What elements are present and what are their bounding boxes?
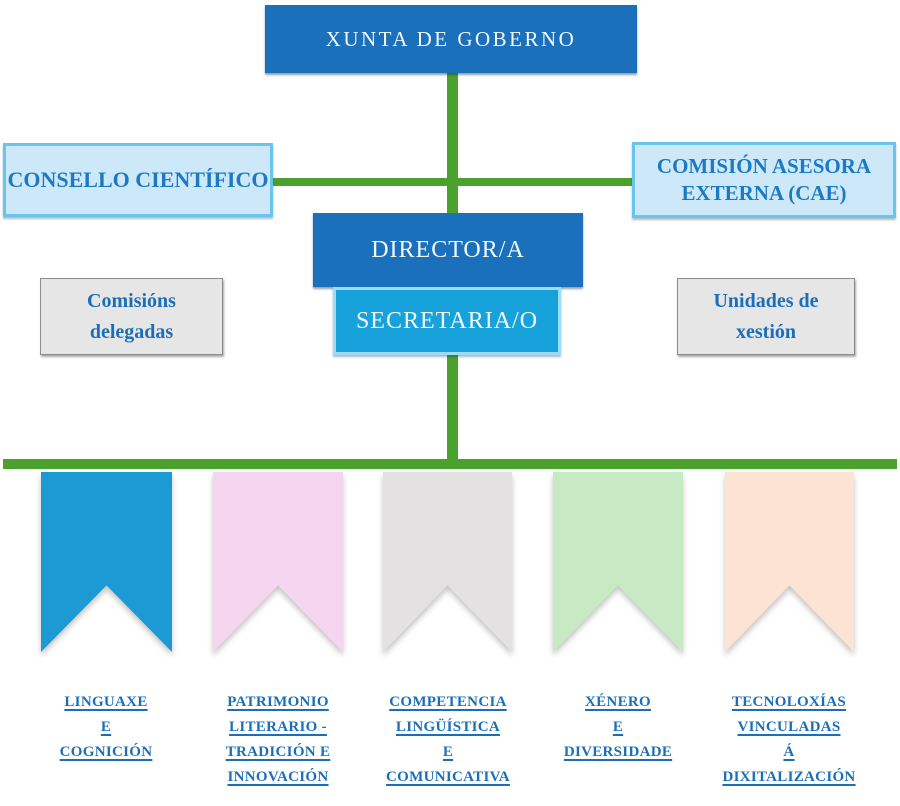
connector-top-vertical <box>447 73 458 215</box>
node-comisions-label-line1: Comisións <box>87 289 176 312</box>
node-consello-cientifico: CONSELLO CIENTÍFICO <box>3 143 273 217</box>
unit-label-line: DIVERSIDADE <box>563 744 673 760</box>
unit-label-linguaxe-e-cognicion: LINGUAXE E COGNICIÓN <box>21 690 191 765</box>
node-director-label: DIRECTOR/A <box>371 236 525 263</box>
unit-label-xenero-e-diversidade: XÉNERO E DIVERSIDADE <box>533 690 703 765</box>
unit-label-line: VINCULADAS <box>737 719 841 735</box>
node-secretaria: SECRETARIA/O <box>333 287 561 355</box>
node-unidades-label-line1: Unidades de <box>713 289 819 312</box>
node-director: DIRECTOR/A <box>313 213 583 287</box>
node-comisions-delegadas: Comisións delegadas <box>40 278 223 355</box>
pennant-shape <box>383 472 512 652</box>
unit-label-line: E <box>442 744 454 760</box>
node-comisions-label-line2: delegadas <box>89 320 174 343</box>
unit-label-line: INNOVACIÓN <box>227 769 329 785</box>
node-unidades-de-xestion: Unidades de xestión <box>677 278 855 355</box>
unit-label-line: TECNOLOXÍAS <box>731 694 847 710</box>
pennant-xenero-e-diversidade <box>553 472 683 652</box>
node-comision-asesora-externa: COMISIÓN ASESORA EXTERNA (CAE) <box>632 142 896 218</box>
pennant-shape <box>553 472 683 652</box>
unit-label-line: E <box>100 719 112 735</box>
connector-middle-vertical <box>447 352 458 464</box>
node-consello-label: CONSELLO CIENTÍFICO <box>7 166 269 192</box>
unit-label-line: COGNICIÓN <box>59 744 153 760</box>
unit-label-line: E <box>612 719 624 735</box>
unit-label-line: DIXITALIZACIÓN <box>722 769 856 785</box>
node-secretaria-label: SECRETARIA/O <box>355 307 539 334</box>
pennant-shape <box>41 472 172 652</box>
node-unidades-label-line2: xestión <box>736 320 796 343</box>
unit-label-line: PATRIMONIO <box>227 694 329 710</box>
node-xunta-de-goberno: XUNTA DE GOBERNO <box>265 5 637 73</box>
unit-label-line: COMUNICATIVA <box>386 769 510 785</box>
pennant-shape <box>725 472 854 652</box>
unit-label-line: LITERARIO - <box>229 719 327 735</box>
node-comision-label-line2: EXTERNA (CAE) <box>681 181 847 205</box>
node-xunta-label: XUNTA DE GOBERNO <box>325 26 577 51</box>
connector-main-horizontal <box>3 459 897 469</box>
unit-label-line: XÉNERO <box>585 694 651 710</box>
pennant-competencia-linguistica <box>383 472 512 652</box>
unit-label-line: TRADICIÓN E <box>225 744 331 760</box>
node-comision-label-line1: COMISIÓN ASESORA <box>656 153 872 178</box>
pennant-tecnoloxias <box>725 472 854 652</box>
unit-label-competencia-linguistica: COMPETENCIA LINGÜÍSTICA E COMUNICATIVA <box>363 690 533 790</box>
pennant-linguaxe-e-cognicion <box>41 472 172 652</box>
unit-label-line: LINGUAXE <box>64 694 148 710</box>
unit-label-patrimonio-literario: PATRIMONIO LITERARIO - TRADICIÓN E INNOV… <box>193 690 363 790</box>
pennant-shape <box>213 472 343 652</box>
unit-label-line: COMPETENCIA <box>389 694 507 710</box>
connector-top-horizontal <box>273 178 635 186</box>
pennant-patrimonio-literario <box>213 472 343 652</box>
unit-label-line: LINGÜÍSTICA <box>395 719 501 735</box>
unit-label-tecnoloxias: TECNOLOXÍAS VINCULADAS Á DIXITALIZACIÓN <box>704 690 874 790</box>
unit-label-line: Á <box>783 744 795 760</box>
